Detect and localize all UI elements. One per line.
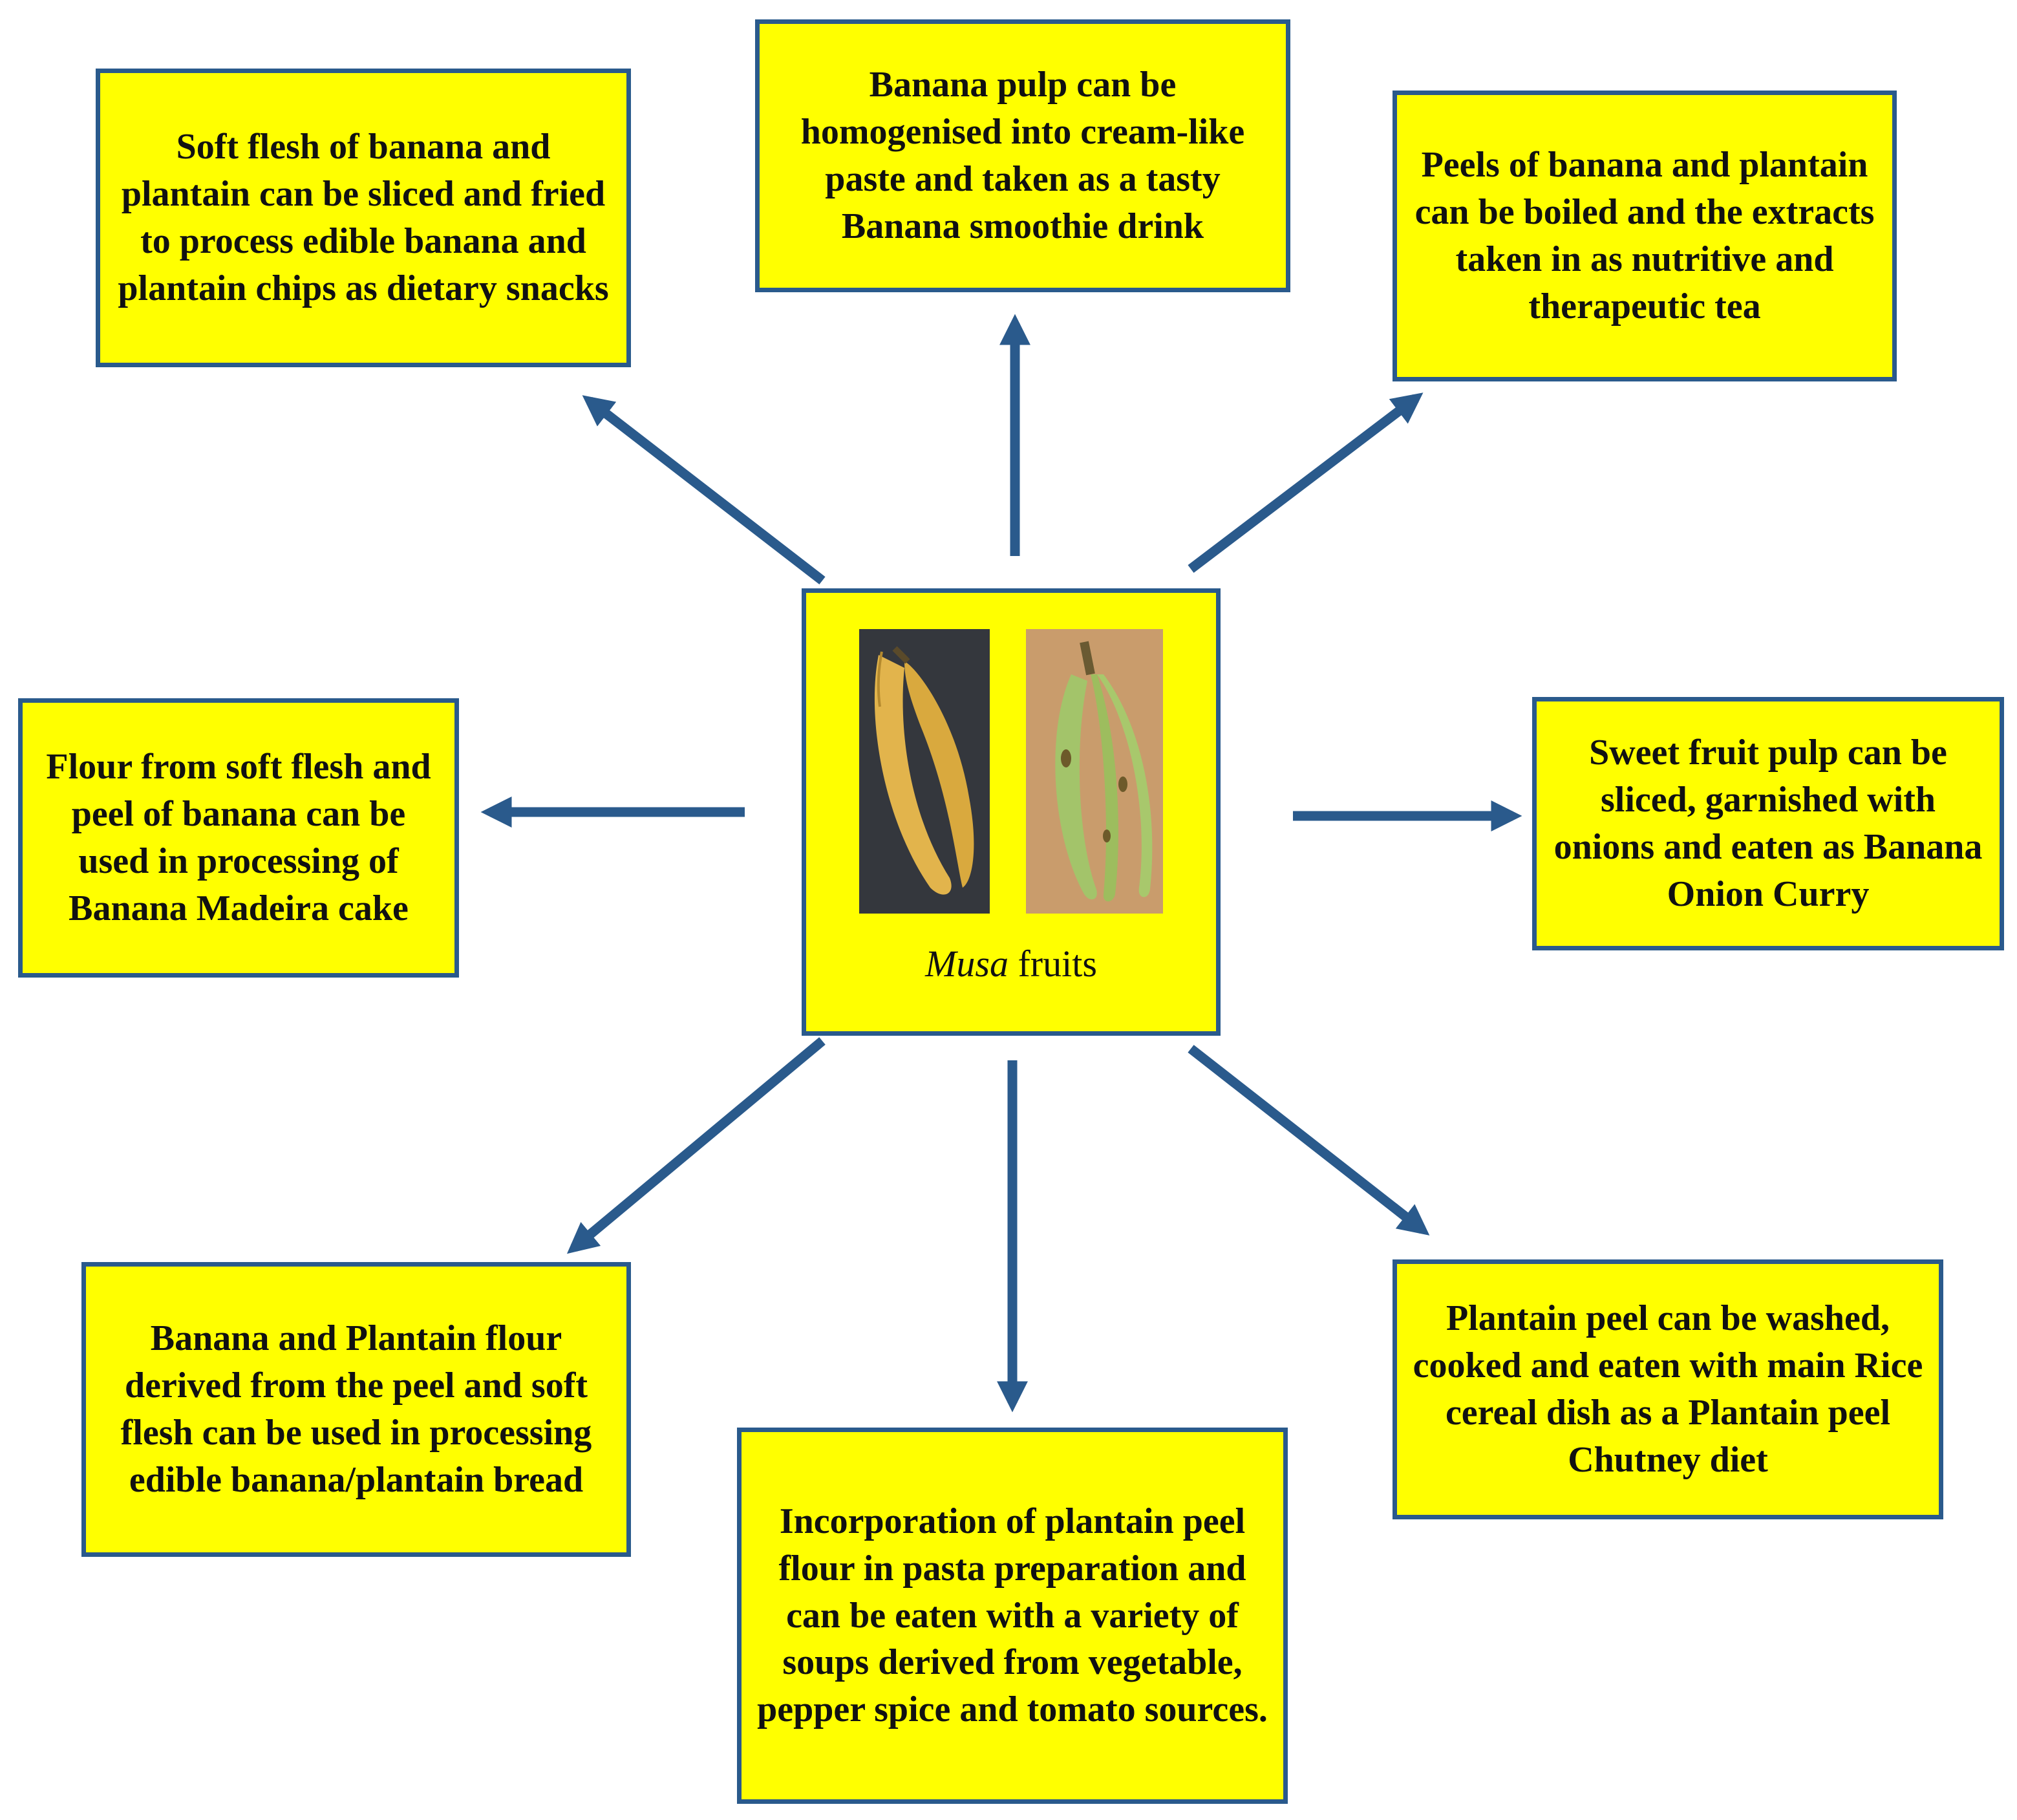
arrow-to-top-left: [582, 395, 826, 584]
arrow-to-bottom-left: [566, 1037, 826, 1254]
center-title: Musa fruits: [806, 942, 1216, 985]
use-text-peel-tea: Peels of banana and plantain can be boil…: [1414, 145, 1875, 327]
arrow-to-top-right: [1188, 392, 1424, 573]
use-box-banana-chips: Soft flesh of banana and plantain can be…: [96, 69, 631, 367]
use-box-peel-tea: Peels of banana and plantain can be boil…: [1393, 91, 1897, 381]
arrow-to-bottom-right: [1188, 1045, 1430, 1236]
use-text-madeira-cake: Flour from soft flesh and peel of banana…: [46, 747, 431, 928]
use-box-banana-smoothie: Banana pulp can be homogenised into crea…: [755, 19, 1290, 292]
use-box-peel-chutney: Plantain peel can be washed, cooked and …: [1393, 1259, 1943, 1519]
use-text-peel-pasta: Incorporation of plantain peel flour in …: [757, 1501, 1268, 1730]
use-box-onion-curry: Sweet fruit pulp can be sliced, garnishe…: [1532, 697, 2004, 950]
center-musa-fruits-box: Musa fruits: [802, 588, 1221, 1036]
center-title-rest: fruits: [1018, 943, 1097, 985]
use-box-madeira-cake: Flour from soft flesh and peel of banana…: [18, 698, 459, 978]
ripe-banana-photo: [859, 629, 990, 914]
use-text-onion-curry: Sweet fruit pulp can be sliced, garnishe…: [1553, 733, 1983, 914]
use-box-plantain-bread: Banana and Plantain flour derived from t…: [81, 1262, 631, 1557]
plantain-photo: [1026, 629, 1163, 914]
use-box-peel-pasta: Incorporation of plantain peel flour in …: [737, 1428, 1288, 1804]
use-text-peel-chutney: Plantain peel can be washed, cooked and …: [1413, 1298, 1923, 1480]
use-text-banana-chips: Soft flesh of banana and plantain can be…: [118, 127, 609, 308]
use-text-banana-smoothie: Banana pulp can be homogenised into crea…: [800, 65, 1245, 246]
use-text-plantain-bread: Banana and Plantain flour derived from t…: [120, 1318, 592, 1500]
center-title-italic: Musa: [925, 943, 1008, 985]
